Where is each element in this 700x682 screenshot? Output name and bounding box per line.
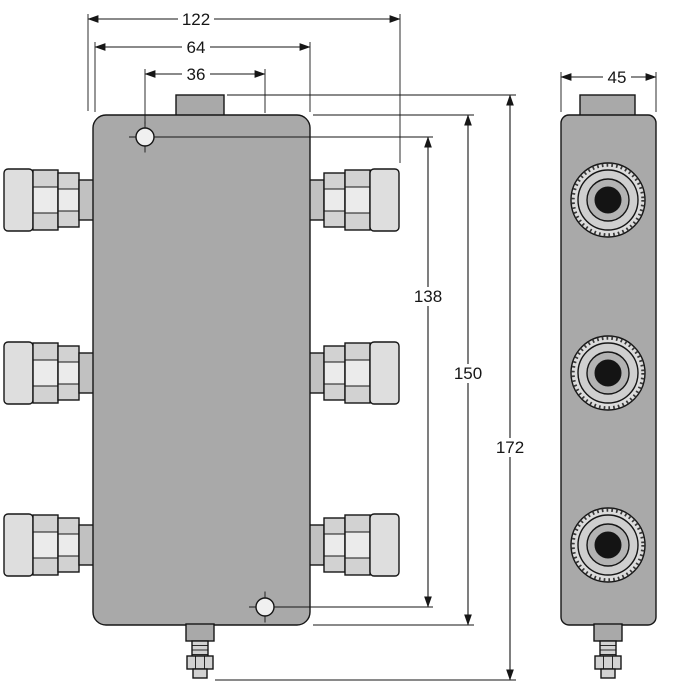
dimension-hole-spacing-y: 138 xyxy=(410,136,446,608)
dimension-overall-width-label: 122 xyxy=(182,10,210,29)
mounting-hole-bottom xyxy=(249,591,433,623)
dimension-overall-height: 172 xyxy=(215,94,528,681)
dimension-hole-spacing-x-label: 36 xyxy=(187,65,206,84)
dimension-label-halo xyxy=(182,38,210,56)
front-view xyxy=(3,94,433,679)
circular-port-top xyxy=(569,161,647,239)
dimension-body-height-label: 150 xyxy=(454,364,482,383)
dimension-label-halo xyxy=(178,10,214,28)
dimension-hole-spacing-y-label: 138 xyxy=(414,287,442,306)
dimension-label-halo xyxy=(603,68,631,86)
mounting-hole-circle xyxy=(255,597,275,617)
dimension-side-depth-label: 45 xyxy=(608,68,627,87)
dimension-overall-width: 122 xyxy=(87,10,401,163)
dimension-body-width: 64 xyxy=(94,38,311,112)
circular-port-bottom xyxy=(569,506,647,584)
dimension-label-halo xyxy=(182,65,210,83)
dimension-overall-height-label: 172 xyxy=(496,438,524,457)
side-view xyxy=(560,94,657,679)
circular-port-middle xyxy=(569,334,647,412)
dimension-body-height: 150 xyxy=(313,114,486,626)
dimension-label-halo xyxy=(410,287,446,306)
dimension-label-halo xyxy=(450,364,486,383)
front-enclosure-body xyxy=(92,114,311,626)
dimension-hole-spacing-x: 36 xyxy=(144,65,266,124)
dimension-body-width-label: 64 xyxy=(187,38,206,57)
dimension-label-halo xyxy=(492,438,528,457)
mounting-hole-circle xyxy=(135,127,155,147)
mounting-hole-top xyxy=(129,121,433,153)
dimension-side-depth: 45 xyxy=(560,68,657,112)
